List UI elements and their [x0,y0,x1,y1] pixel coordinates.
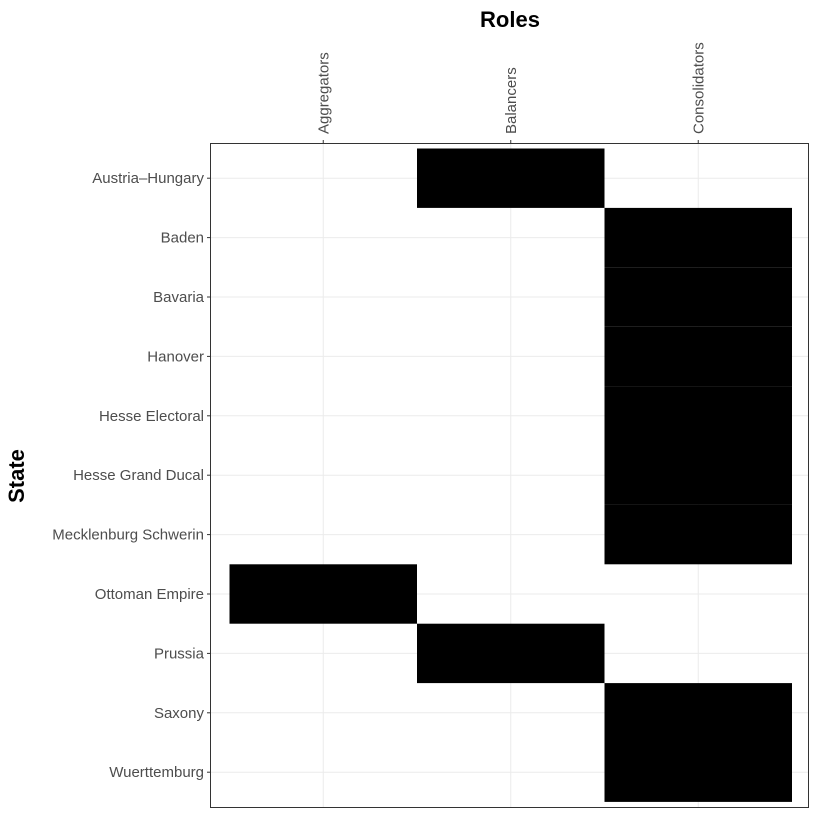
heatmap-cell [417,148,605,208]
y-tick-label: Mecklenburg Schwerin [52,527,204,544]
heatmap-cell [229,564,417,624]
y-tick-label: Prussia [154,645,205,662]
heatmap-cell [604,326,792,387]
heatmap-cell [417,623,605,684]
heatmap-cell [604,683,792,743]
heatmap-cells [229,148,792,802]
x-tick-label: Balancers [503,67,520,134]
y-axis-ticks: Austria–HungaryBadenBavariaHanoverHesse … [52,170,211,781]
x-tick-label: Consolidators [690,42,707,134]
y-tick-label: Hanover [147,348,204,365]
y-tick-label: Hesse Grand Ducal [73,467,204,484]
x-tick-label: Aggregators [315,52,332,134]
y-tick-label: Bavaria [153,289,205,306]
y-tick-label: Saxony [154,705,205,722]
heatmap-cell [604,267,792,327]
x-axis-ticks: Aggregators Balancers Consolidators [315,42,707,144]
heatmap-cell [604,504,792,565]
y-axis-title: State [4,449,29,503]
y-tick-label: Austria–Hungary [92,170,204,187]
y-tick-label: Baden [161,230,204,247]
heatmap-cell [604,207,792,268]
y-tick-label: Ottoman Empire [95,586,204,603]
y-tick-label: Hesse Electoral [99,408,204,425]
heatmap-cell [604,445,792,505]
y-tick-label: Wuerttemburg [109,764,204,781]
x-axis-title: Roles [480,7,540,32]
heatmap-cell [604,742,792,802]
heatmap-cell [604,386,792,446]
